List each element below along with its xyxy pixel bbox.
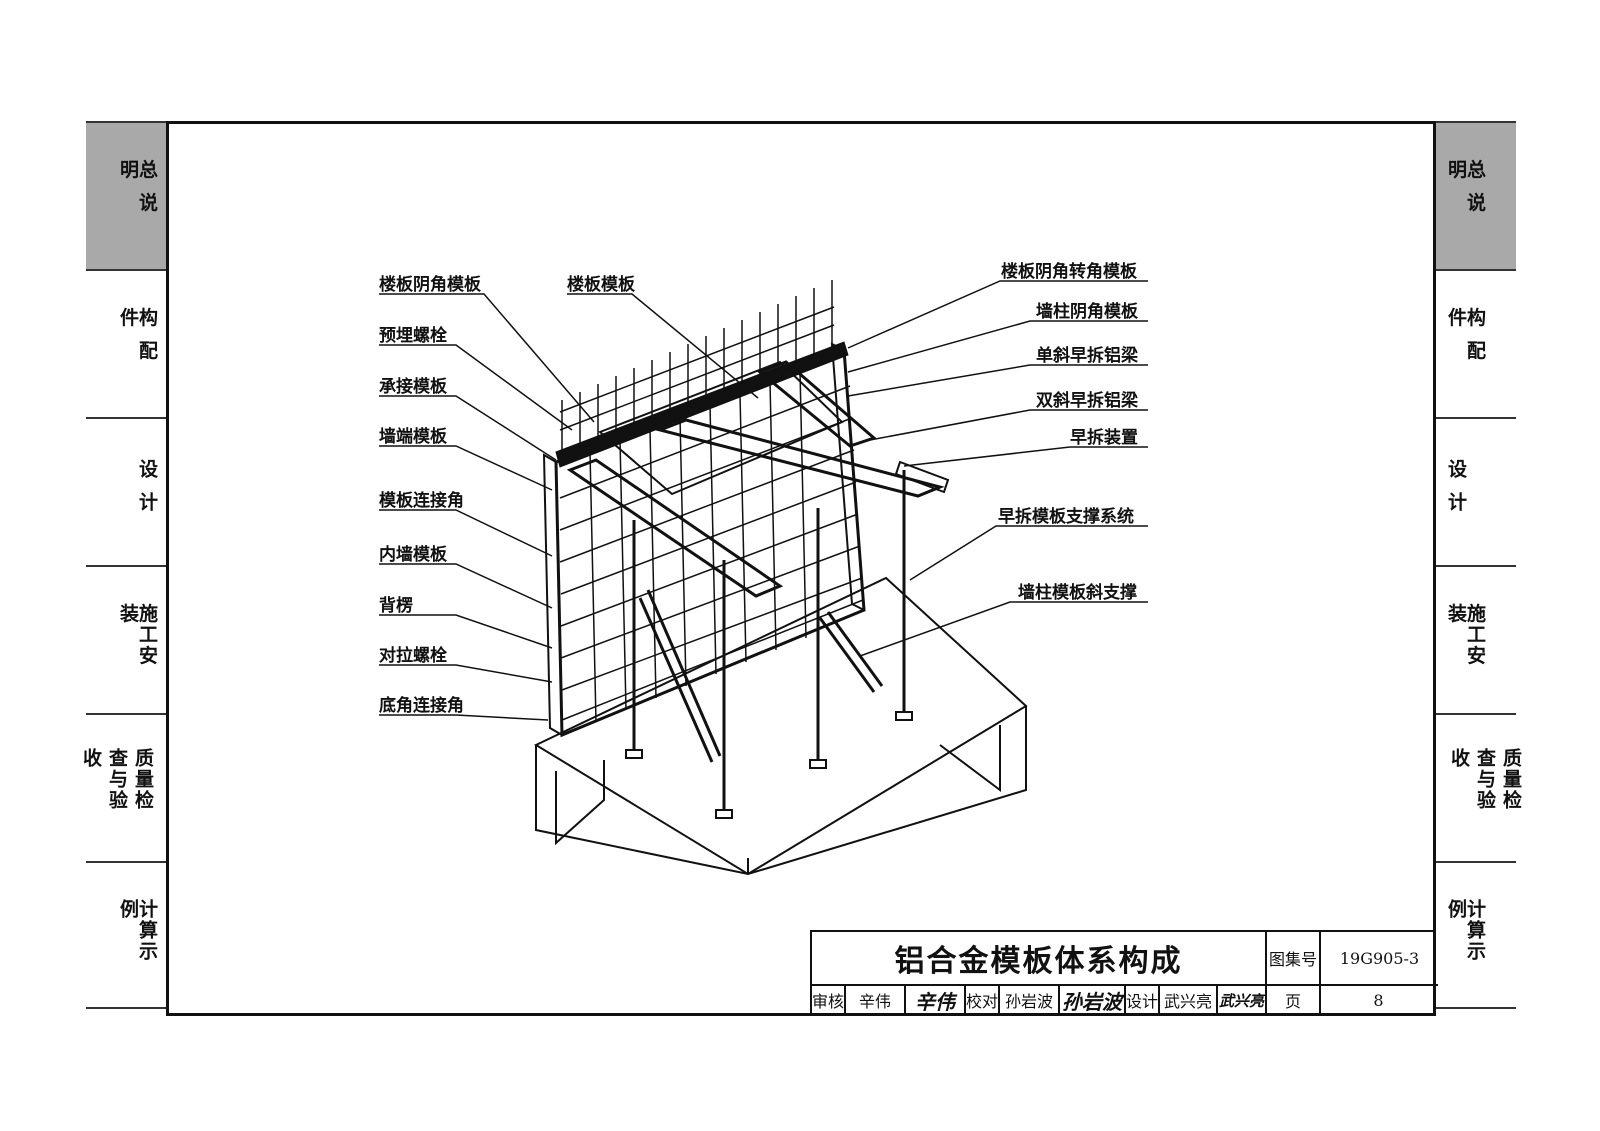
nav-item-quality[interactable]: 质量检查与验收 (1436, 713, 1522, 861)
label-base-connector: 底角连接角 (379, 696, 464, 716)
drawing-title: 铝合金模板体系构成 (812, 932, 1267, 986)
label-support-system: 早拆模板支撑系统 (998, 507, 1134, 527)
nav-label: 总说明 (1445, 159, 1486, 226)
designer-name: 武兴亮 (1160, 986, 1218, 1014)
nav-item-components[interactable]: 构配件 (86, 269, 166, 417)
beam-3 (757, 360, 877, 448)
beam-1 (566, 458, 784, 598)
nav-label: 质量检查与验收 (1448, 748, 1522, 811)
nav-label: 施工安装 (1445, 603, 1486, 667)
label-diagonal-brace: 墙柱模板斜支撑 (1018, 583, 1137, 603)
signature-row: 审核 辛伟 辛伟 校对 孙岩波 孙岩波 设计 武兴亮 武兴亮 页 8 (812, 986, 1436, 1014)
nav-item-general[interactable]: 总说明 (86, 121, 166, 269)
checker-name: 孙岩波 (1000, 986, 1060, 1014)
label-bearing-formwork: 承接模板 (379, 377, 447, 397)
nav-item-design[interactable]: 设计 (86, 417, 166, 565)
reviewer-name: 辛伟 (846, 986, 906, 1014)
label-wall-end-formwork: 墙端模板 (379, 427, 447, 447)
nav-label: 设计 (136, 459, 158, 525)
nav-item-construction[interactable]: 施工安装 (1436, 565, 1516, 713)
label-embedded-bolt: 预埋螺栓 (379, 326, 447, 346)
title-block: 铝合金模板体系构成 图集号 19G905-3 审核 辛伟 辛伟 校对 孙岩波 孙… (810, 930, 1438, 1014)
slab-opening-left (555, 760, 605, 846)
atlas-label: 图集号 (1267, 932, 1321, 986)
floor-formwork (598, 360, 844, 496)
nav-label: 计算示例 (117, 899, 158, 962)
nav-item-components[interactable]: 构配件 (1436, 269, 1516, 417)
nav-item-construction[interactable]: 施工安装 (86, 565, 166, 713)
design-label: 设计 (1126, 986, 1160, 1014)
label-column-corner-formwork: 墙柱阴角模板 (1036, 302, 1138, 322)
label-formwork-connector: 模板连接角 (379, 491, 464, 511)
nav-item-general[interactable]: 总说明 (1436, 121, 1516, 269)
label-double-slope-beam: 双斜早拆铝梁 (1036, 391, 1138, 411)
beam-2 (655, 418, 945, 498)
nav-label: 设计 (1445, 459, 1467, 525)
check-label: 校对 (966, 986, 1000, 1014)
early-strip-device (894, 460, 950, 494)
nav-item-quality[interactable]: 质量检查与验收 (80, 713, 166, 861)
review-label: 审核 (812, 986, 846, 1014)
nav-label: 质量检查与验收 (80, 748, 154, 811)
label-floor-corner-turn-formwork: 楼板阴角转角模板 (1001, 262, 1137, 282)
label-floor-corner-formwork: 楼板阴角模板 (379, 275, 481, 295)
left-section-nav: 总说明 构配件 设计 施工安装 质量检查与验收 计算示例 (80, 121, 166, 1009)
nav-label: 构配件 (117, 307, 158, 374)
nav-label: 施工安装 (117, 603, 158, 667)
label-early-strip-device: 早拆装置 (1070, 428, 1138, 448)
drawing-frame (166, 121, 1436, 1016)
page-number: 8 (1373, 990, 1384, 1010)
slab-opening-right (939, 725, 1001, 792)
checker-signature: 孙岩波 (1060, 986, 1126, 1014)
label-tie-bolt: 对拉螺栓 (379, 646, 447, 666)
reviewer-signature: 辛伟 (906, 986, 966, 1014)
nav-item-calculation[interactable]: 计算示例 (1436, 861, 1516, 1009)
label-floor-formwork: 楼板模板 (567, 275, 635, 295)
right-section-nav: 总说明 构配件 设计 施工安装 质量检查与验收 计算示例 (1436, 121, 1522, 1009)
label-single-slope-beam: 单斜早拆铝梁 (1036, 346, 1138, 366)
nav-label: 构配件 (1445, 307, 1486, 374)
nav-item-design[interactable]: 设计 (1436, 417, 1516, 565)
nav-label: 计算示例 (1445, 899, 1486, 962)
designer-signature: 武兴亮 (1218, 986, 1267, 1014)
label-inner-wall-formwork: 内墙模板 (379, 545, 447, 565)
label-back-ridge: 背楞 (379, 596, 413, 616)
page-label: 页 (1267, 986, 1321, 1014)
top-edge-band (555, 341, 849, 468)
nav-label: 总说明 (117, 159, 158, 226)
atlas-number: 19G905-3 (1321, 932, 1438, 986)
nav-item-calculation[interactable]: 计算示例 (86, 861, 166, 1009)
